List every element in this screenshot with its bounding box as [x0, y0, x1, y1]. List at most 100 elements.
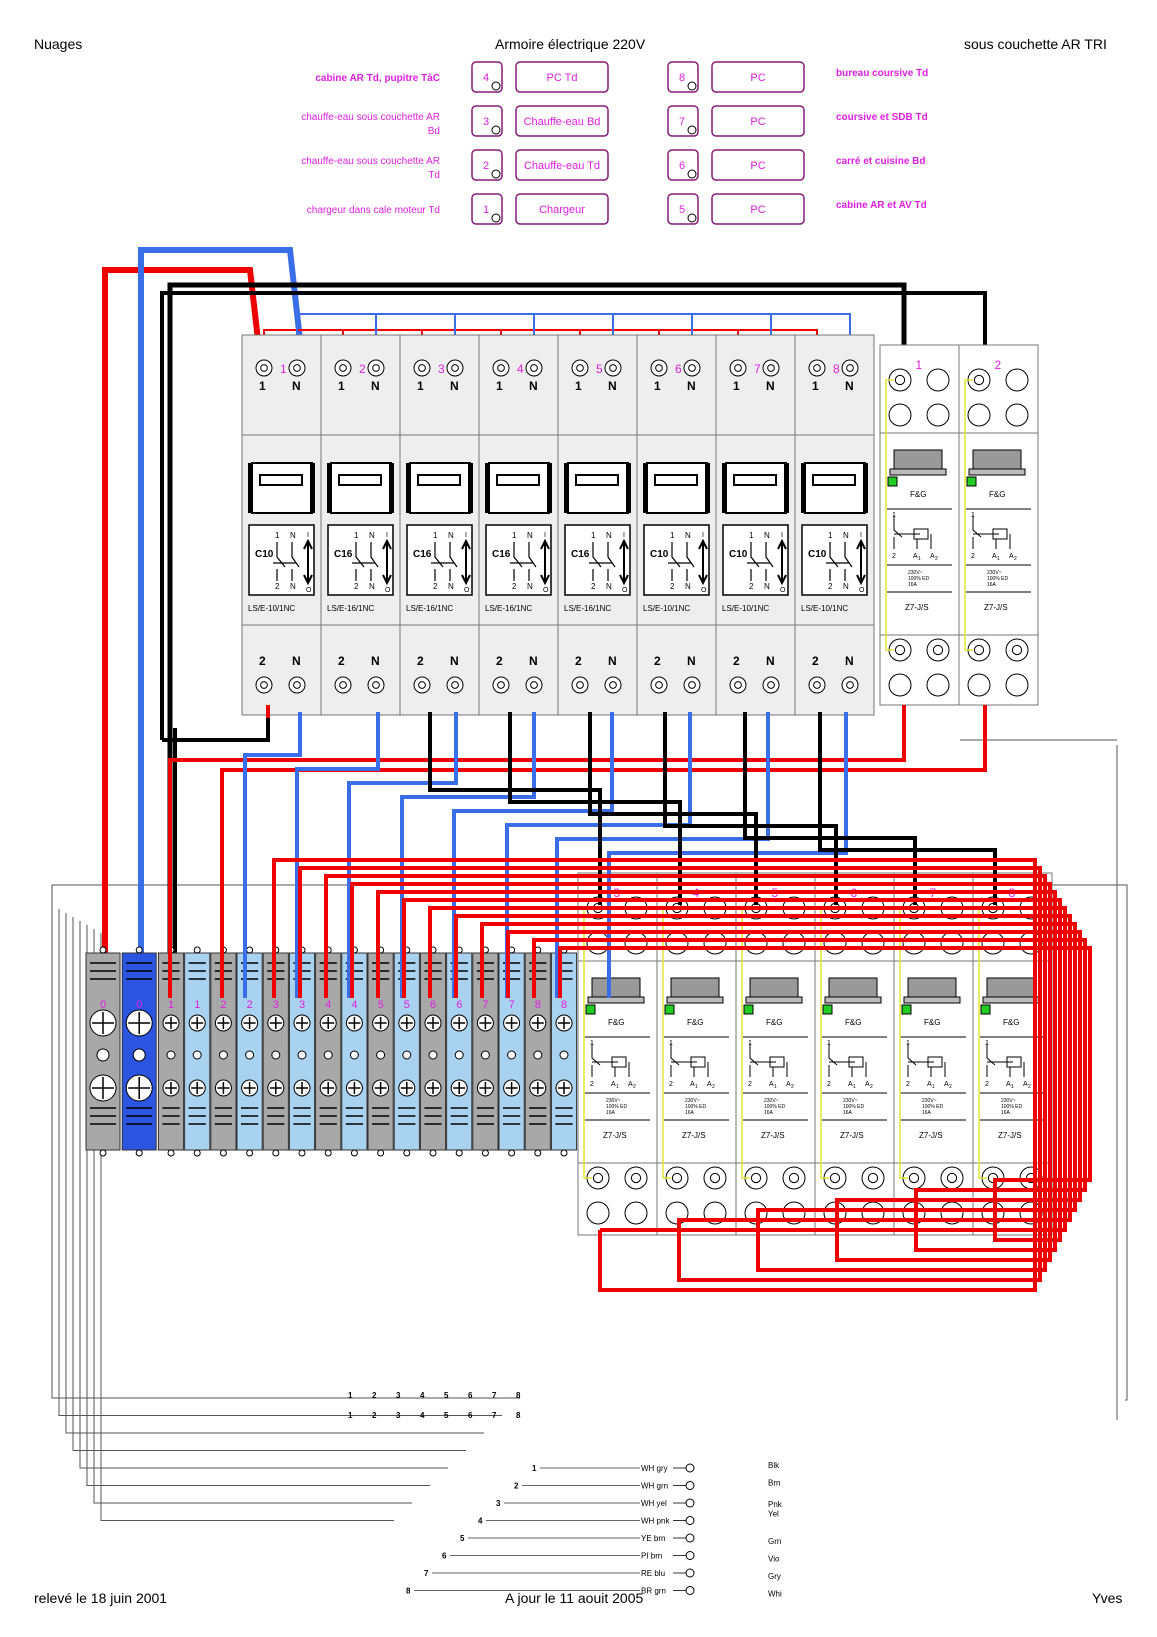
cable-num: 2	[514, 1482, 519, 1491]
footer-center: A jour le 11 aouit 2005	[505, 1590, 644, 1606]
breaker-top-screw	[492, 359, 510, 377]
breaker-toggle	[646, 462, 708, 514]
terminal-number: 6	[456, 999, 462, 1011]
breaker-toggle-edge	[547, 463, 552, 513]
relay-pin: 1	[971, 512, 975, 519]
relay-screw	[926, 368, 950, 392]
terminal-bottom-point	[350, 1149, 358, 1157]
breaker-symbol-panel	[564, 524, 631, 596]
relay-screw	[861, 1166, 885, 1190]
breaker-bottom-screw	[255, 676, 273, 694]
relay-screw	[926, 403, 950, 427]
breaker-top-screw-inner	[530, 364, 538, 372]
terminal-hole	[480, 1050, 490, 1060]
relay-actuator-base	[824, 996, 882, 1004]
breaker-symbol-label: N	[527, 531, 533, 540]
terminal-bottom-point	[298, 1149, 306, 1157]
terminal-screw-cross	[269, 1017, 282, 1029]
cable-pair: BR grn	[641, 1587, 666, 1596]
terminal-block: 5	[393, 946, 420, 1157]
terminal-screw-cross	[505, 1082, 518, 1094]
breaker-toggle	[567, 462, 629, 514]
relay-pin: 2	[1014, 556, 1017, 562]
phase-return-wire	[532, 938, 1087, 1230]
cable-pair: RE blu	[641, 1569, 665, 1578]
legend-num: 5	[679, 204, 685, 216]
terminal-bottom-point	[429, 1149, 437, 1157]
relay-actuator	[986, 977, 1036, 999]
relay-spec: 100% ED	[908, 576, 930, 582]
relay-screw	[703, 1166, 727, 1190]
terminal-bottom-point	[455, 1149, 463, 1157]
breaker-terminal-label: 2	[338, 654, 345, 668]
terminal-screw-cross	[531, 1082, 544, 1094]
relay-pin: 2	[712, 1084, 715, 1090]
relay-actuator	[907, 977, 957, 999]
terminal-screw-cross	[505, 1017, 518, 1029]
breaker-toggle	[409, 462, 471, 514]
breaker-terminal-label: 2	[259, 654, 266, 668]
breaker-terminal-label: 1	[417, 379, 424, 393]
breaker-toggle-edge	[406, 463, 411, 513]
breaker-top-screw	[413, 359, 431, 377]
terminal-screw-cross	[165, 1082, 177, 1094]
legend-num: 8	[679, 72, 685, 84]
breaker-rating: C10	[729, 549, 748, 560]
breaker-terminal-label: N	[529, 379, 538, 393]
breaker-toggle-edge	[310, 463, 315, 513]
neutral-wire	[400, 712, 536, 998]
breaker-symbol-label: N	[764, 531, 770, 540]
relay-screw	[967, 673, 991, 697]
breaker-top-screw	[762, 359, 780, 377]
relay-screw	[861, 931, 885, 955]
breaker-arrow-symbol	[619, 538, 629, 586]
relay-screw	[586, 931, 610, 955]
legend-num-dot	[491, 169, 501, 179]
earth-wire	[167, 282, 907, 998]
breaker-bottom-screw	[604, 676, 622, 694]
terminal-screw-cross	[427, 1017, 439, 1029]
relay-spec: 100% ED	[685, 1104, 707, 1110]
terminal-bottom-point	[246, 1149, 254, 1157]
breaker-bottom-screw-inner	[734, 681, 742, 689]
breaker-toggle-slot	[733, 474, 777, 486]
legend-desc: cabine AR Td, pupitre TàC	[315, 73, 440, 84]
relay-screw-inner	[973, 374, 985, 386]
terminal-bottom-point	[167, 1149, 175, 1157]
relay-screw-inner	[750, 1172, 762, 1184]
relay-spec: 230V~	[764, 1098, 779, 1104]
breaker-top-screw	[650, 359, 668, 377]
cable-pair: PI brn	[641, 1552, 662, 1561]
breaker-bottom-screw	[413, 676, 431, 694]
terminal-bottom-point	[560, 1149, 568, 1157]
terminal-screw-cross	[453, 1082, 466, 1094]
terminal-block: 7	[498, 946, 525, 1157]
relay-pin: 2	[669, 1081, 673, 1088]
terminal-top-point	[246, 946, 254, 954]
breaker-terminal-label: 2	[654, 654, 661, 668]
legend-num-dot	[687, 81, 697, 91]
terminal-screw-cross	[348, 1082, 361, 1094]
terminal-block: 5	[367, 946, 394, 1157]
breaker-top-screw-inner	[734, 364, 742, 372]
relay-screw	[624, 1166, 648, 1190]
relay-pin: 2	[892, 553, 896, 560]
breaker-model: LS/E-16/1NC	[564, 604, 611, 613]
terminal-block: 4	[315, 946, 342, 1157]
terminal-top-point	[193, 946, 201, 954]
legend-label: PC	[750, 116, 765, 128]
relay-actuator	[828, 977, 878, 999]
terminal-number: 1	[168, 999, 174, 1011]
relay-actuator-base	[666, 996, 724, 1004]
breaker-bottom-screw	[288, 676, 306, 694]
legend-label-box	[711, 149, 805, 181]
breaker-top-screw	[525, 359, 543, 377]
breaker-arrow-symbol	[856, 538, 866, 586]
legend-num: 4	[483, 72, 489, 84]
breaker-bottom-screw	[446, 676, 464, 694]
